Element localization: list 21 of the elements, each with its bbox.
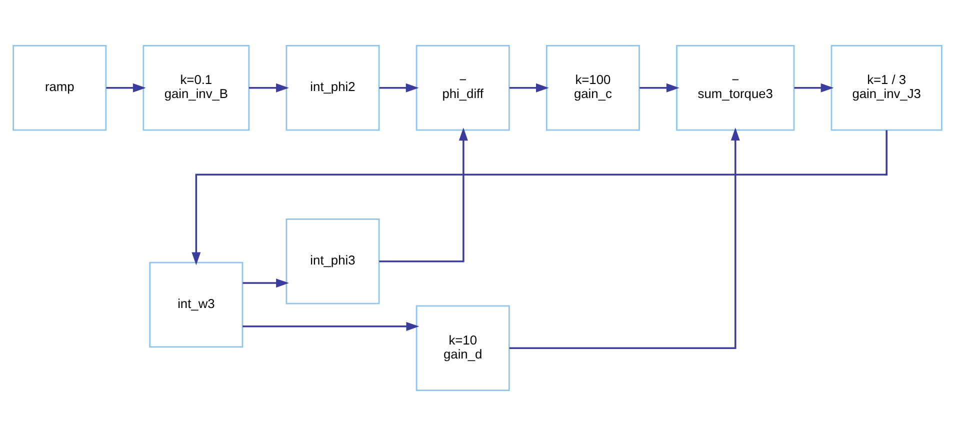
node-box: k=10 gain_d [416,304,510,391]
node-box: ramp [12,44,107,130]
arrow [242,321,420,330]
node-box: int_phi2 [286,44,380,130]
arrow [242,278,289,288]
arrow [106,82,146,92]
node-box: − phi_diff [416,44,510,130]
node-box: k=1 / 3 gain_inv_J3 [830,44,942,130]
arrow [248,82,289,92]
arrow [509,82,549,92]
arrow [509,127,740,348]
node-box: int_phi3 [286,218,380,304]
node-box: k=0.1 gain_inv_B [142,44,250,130]
arrow [640,82,680,92]
node-box: k=100 gain_c [546,44,640,130]
arrow [379,82,419,92]
arrow [794,82,834,92]
node-box: int_w3 [149,261,244,348]
node-box: − sum_torque3 [676,44,795,130]
arrow [192,130,888,265]
arrow [379,127,468,262]
